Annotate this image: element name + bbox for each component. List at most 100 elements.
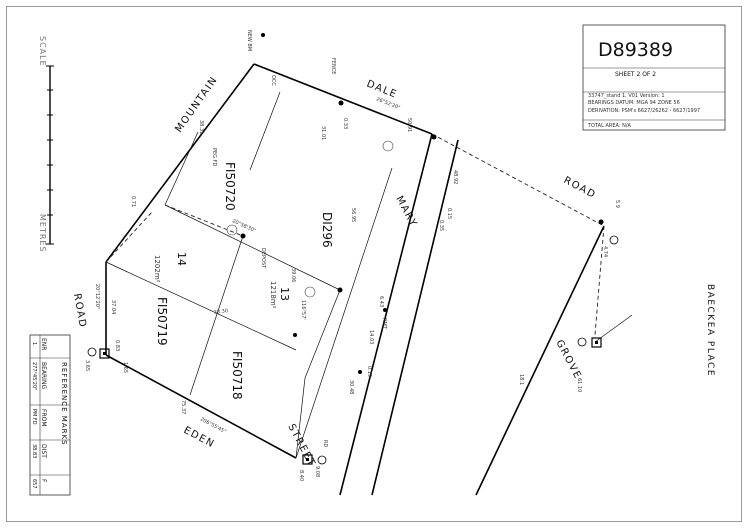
boundary-dale-road xyxy=(253,63,433,135)
dim-9: 20°12'20" xyxy=(94,284,100,309)
ref-circle-4 xyxy=(577,337,587,347)
scale-label: SCALE xyxy=(38,36,47,67)
arc-mark-14 xyxy=(226,224,238,236)
pm-square-grove xyxy=(591,337,602,348)
dale-corner-mark xyxy=(431,134,437,140)
ref-row-bearing: 277°45'20" xyxy=(31,362,37,390)
dim-2: 26°52'20" xyxy=(375,96,401,111)
ref-col-dist: DIST xyxy=(40,444,47,458)
rmt-mark xyxy=(383,308,387,312)
ref-row-from: PM FD xyxy=(31,409,37,425)
lot-13: 13 xyxy=(278,287,291,301)
dim-10: 206°55'45" xyxy=(199,416,227,435)
scale-bar: SCALE METRES xyxy=(38,36,54,253)
lot-line-13-east xyxy=(304,289,341,379)
pm-square-street xyxy=(302,454,313,465)
street-mountain: MOUNTAIN xyxy=(173,74,220,134)
dim-7: 18.1 xyxy=(518,374,524,385)
dim-31: 0.33 xyxy=(342,118,348,129)
dim-8: 48.92 xyxy=(452,170,458,184)
lot-line-14-13-split xyxy=(189,235,244,396)
arc-mark-dale xyxy=(382,140,394,152)
mary-mark xyxy=(358,370,362,374)
ref-row-dist: 38.83 xyxy=(31,444,37,458)
ref-col-enr: ENR xyxy=(40,338,47,350)
parcel-boundaries xyxy=(105,63,633,496)
lot-line-fi50718 xyxy=(295,377,306,459)
note-peg-fd: PEG FD xyxy=(211,148,217,167)
street-road-top: ROAD xyxy=(562,175,598,201)
plan-number: D89389 xyxy=(598,39,673,61)
boundary-grove xyxy=(475,225,605,496)
total-area: TOTAL AREA: N/A xyxy=(587,123,632,129)
lot-line-14-south xyxy=(105,261,297,351)
dim-16: 0.71 xyxy=(130,196,136,207)
ref-circle-3 xyxy=(609,235,619,245)
bearings-line: BEARINGS DATUM: MGA 94 ZONE 56 xyxy=(588,100,680,106)
pm-square-west xyxy=(99,348,110,359)
dim-22: 14.03 xyxy=(368,330,374,344)
note-occ: OCC xyxy=(270,75,276,86)
note-rmt: RMT xyxy=(381,318,387,330)
boundary-mary-street-east-2 xyxy=(371,139,459,496)
version-line: 33747_stand 1, V01 Version: 1 xyxy=(588,93,665,99)
street-eden: EDEN xyxy=(182,425,217,451)
dim-26: 75.37 xyxy=(180,400,186,414)
dim-11: 38.30 xyxy=(213,308,228,316)
dim-18: 0.35 xyxy=(438,220,444,231)
dim-19: 0.19 xyxy=(366,366,372,377)
dim-17: 0.15 xyxy=(446,208,452,219)
dale-road-extension xyxy=(431,133,605,227)
lot-fi150720: FI50720 xyxy=(223,162,237,211)
lot-14: 14 xyxy=(175,252,188,266)
derivation-line: DERIVATION: PSM's 6627/26262 - 6627/1997 xyxy=(588,108,700,114)
lot-line-fi50720 xyxy=(164,131,199,206)
dim-25: 5.9 xyxy=(614,200,620,208)
title-block: D89389 SHEET 2 OF 2 33747_stand 1, V01 V… xyxy=(582,24,726,131)
ref-circle-1 xyxy=(87,347,97,357)
ref-row-f: 657 xyxy=(31,479,37,489)
ref-circle-2 xyxy=(317,455,327,465)
dim-1: 38.31 xyxy=(198,120,204,134)
fence-mark xyxy=(338,100,344,106)
note-new-bm: NEW BM xyxy=(246,30,252,51)
lot13-mark xyxy=(293,333,297,337)
ref-col-from: FROM xyxy=(40,409,47,427)
lot-labels: FI50720 DI296 14 13 FI50719 FI50718 1202… xyxy=(153,162,334,400)
sheet-border xyxy=(6,6,742,522)
lot-line-dashed-west xyxy=(105,211,153,263)
boundary-mountain-road xyxy=(105,63,255,263)
street-street: STREET xyxy=(285,422,317,469)
mark-notes: NEW BM PEG FD DEPOST RMT OCC FENCE RD xyxy=(211,30,387,447)
dim-13: 39.06 xyxy=(290,268,296,282)
survey-marks xyxy=(87,33,619,465)
lot-line-fi50720-2 xyxy=(249,91,281,171)
ref-col-bearing: BEARING xyxy=(40,362,47,389)
ref-row-enr: 1 xyxy=(31,342,37,345)
dim-29: 9.08 xyxy=(314,466,320,477)
boundary-mary-street-east xyxy=(339,133,433,496)
grove-dashed xyxy=(594,225,605,336)
lot-fi150718: FI50718 xyxy=(230,351,244,400)
dim-23: 8.40 xyxy=(298,470,304,481)
ref-col-f: F xyxy=(40,479,47,483)
area-lot14: 1202m² xyxy=(153,255,161,283)
street-backea-place: BAECKEA PLACE xyxy=(705,284,715,377)
note-rd: RD xyxy=(322,440,328,447)
ref-marks-heading: REFERENCE MARKS xyxy=(60,362,68,446)
dim-14: 37.04 xyxy=(110,300,116,314)
lot-fi150719: FI50719 xyxy=(155,297,169,346)
sheet-number: SHEET 2 OF 2 xyxy=(615,71,656,78)
note-fence: FENCE xyxy=(330,58,336,74)
dim-5: 31.01 xyxy=(320,126,326,140)
dim-21: 6.43 xyxy=(378,296,384,307)
note-depost: DEPOST xyxy=(260,248,266,269)
boundary-mary-street-west xyxy=(295,167,393,459)
area-lot13: 1218m² xyxy=(269,281,277,309)
new-bm-mark xyxy=(261,33,265,37)
metres-label: METRES xyxy=(38,214,47,253)
dim-27: 3.65 xyxy=(84,360,90,371)
arc-mark-13 xyxy=(304,286,316,298)
